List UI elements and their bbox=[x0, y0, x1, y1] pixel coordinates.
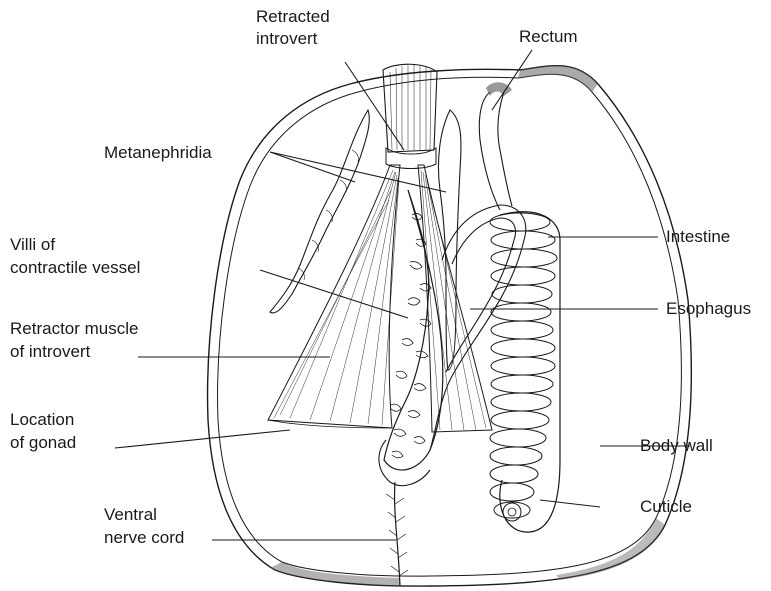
label-esophagus: Esophagus bbox=[666, 299, 751, 318]
rectum bbox=[479, 82, 512, 210]
esophagus bbox=[430, 205, 526, 450]
leader-lines bbox=[115, 50, 690, 540]
leader-metanephridia-left bbox=[270, 152, 355, 182]
label-intestine: Intestine bbox=[666, 227, 730, 246]
leader-metanephridia-right bbox=[270, 152, 446, 192]
label-ventral-nerve-cord: Ventral nerve cord bbox=[104, 505, 184, 547]
label-retractor-muscle: Retractor muscle of introvert bbox=[10, 319, 143, 361]
leader-cuticle bbox=[540, 500, 600, 507]
label-location-gonad: Location of gonad bbox=[10, 410, 79, 452]
labels: Retracted introvert Rectum Metanephridia… bbox=[10, 7, 751, 547]
label-villi: Villi of contractile vessel bbox=[10, 235, 140, 277]
label-retracted-introvert: Retracted introvert bbox=[256, 7, 334, 48]
leader-rectum bbox=[492, 50, 532, 110]
label-rectum: Rectum bbox=[519, 27, 578, 46]
label-cuticle: Cuticle bbox=[640, 497, 692, 516]
leader-location-gonad bbox=[115, 430, 290, 448]
metanephridium-left bbox=[270, 110, 369, 313]
label-body-wall: Body wall bbox=[640, 436, 713, 455]
intestine bbox=[490, 212, 560, 532]
label-metanephridia: Metanephridia bbox=[104, 143, 212, 162]
body-wall-outline bbox=[208, 66, 692, 586]
ventral-nerve-cord bbox=[386, 482, 408, 586]
